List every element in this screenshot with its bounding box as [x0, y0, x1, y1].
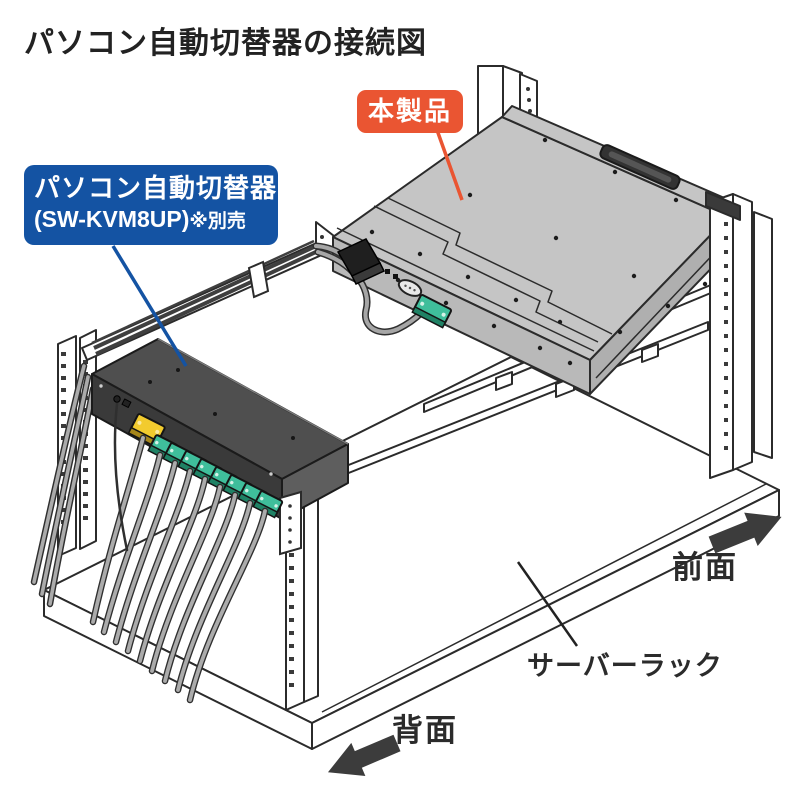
product-callout-label: 本製品	[367, 96, 452, 126]
cable-clip	[247, 260, 270, 299]
switch-mount-bracket	[279, 490, 302, 556]
kvm-callout-model: (SW-KVM8UP)	[34, 206, 190, 232]
leader-line-kvm	[111, 245, 188, 367]
leader-line-product	[435, 129, 464, 201]
drawer-top	[332, 116, 729, 361]
console-cables-left	[30, 362, 97, 608]
leader-line-rack	[516, 561, 579, 647]
back-label: 背面	[392, 713, 458, 748]
product-callout: 本製品	[357, 90, 463, 133]
server-cables	[89, 402, 269, 704]
kvm-switch-callout: パソコン自動切替器 (SW-KVM8UP)※別売	[24, 165, 278, 245]
kvm-drawer	[315, 105, 737, 395]
drawer-handle	[599, 144, 681, 190]
kvm-callout-name: パソコン自動切替器	[34, 173, 278, 203]
rear-top-rail	[81, 236, 336, 361]
server-rack-base	[43, 356, 780, 750]
rack-label: サーバーラック	[527, 651, 723, 681]
drawer-ports	[385, 269, 423, 297]
kvm-callout-model-line: (SW-KVM8UP)※別売	[34, 204, 278, 237]
front-arrow-icon	[708, 512, 782, 554]
page-title: パソコン自動切替器の接続図	[24, 27, 427, 60]
drawer-power-inlet	[336, 238, 386, 285]
drawer-kvm-connector	[411, 294, 452, 329]
back-arrow-icon	[327, 734, 401, 776]
front-label: 前面	[672, 550, 738, 585]
kvm-callout-note: ※別売	[189, 211, 246, 232]
rack-post-front-right	[705, 191, 773, 479]
